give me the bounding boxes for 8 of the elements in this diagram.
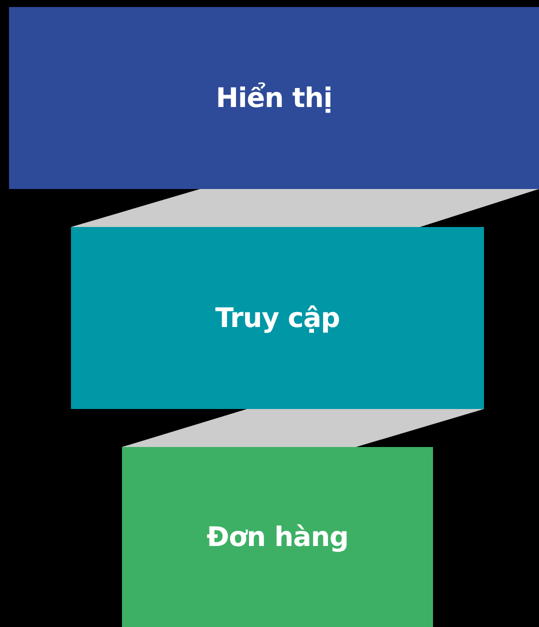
- funnel-stage-box: [71, 227, 484, 409]
- funnel-stage-box: [122, 447, 433, 627]
- funnel-stage-box: [9, 7, 539, 189]
- stage-label: Hiển thị: [216, 82, 332, 114]
- stage-label: Đơn hàng: [206, 522, 348, 552]
- stage-label: Truy cập: [215, 302, 340, 334]
- funnel-connector: [122, 409, 484, 447]
- funnel-connector: [71, 189, 539, 227]
